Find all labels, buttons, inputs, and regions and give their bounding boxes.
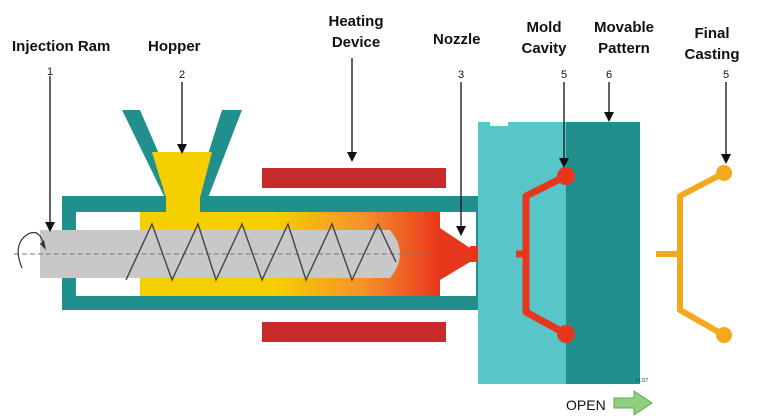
nozzle-melt	[440, 228, 470, 280]
pointer-hopper-head	[177, 144, 187, 154]
pointer-final-casting-head	[721, 154, 731, 164]
label-nozzle: Nozzle	[433, 31, 481, 48]
number-nozzle: 3	[458, 69, 464, 81]
casting-sprue	[656, 251, 680, 257]
heater-top	[262, 168, 446, 188]
number-hopper: 2	[179, 69, 185, 81]
pointer-heating-head	[347, 152, 357, 162]
label-movable-line1: Movable	[594, 19, 654, 36]
pointer-movable-pattern-head	[604, 112, 614, 122]
pointer-nozzle-head	[456, 226, 466, 236]
mold-notch	[490, 112, 508, 126]
watermark-text: LLO7	[636, 378, 648, 384]
number-movable-pattern: 6	[606, 69, 612, 81]
label-heating-line2: Device	[332, 34, 380, 51]
label-movable-line2: Pattern	[598, 40, 650, 57]
label-final-line1: Final	[694, 25, 729, 42]
mold-cavity-top-ball	[557, 167, 575, 185]
mold-movable-half	[566, 122, 640, 384]
label-hopper: Hopper	[148, 38, 201, 55]
pointer-mold-cavity-head	[559, 158, 569, 168]
casting-bottom-ball	[716, 327, 732, 343]
label-heating-line1: Heating	[328, 13, 383, 30]
number-injection-ram: 1	[47, 66, 53, 78]
label-mold-line1: Mold	[527, 19, 562, 36]
final-casting	[677, 171, 724, 254]
casting-top-ball	[716, 165, 732, 181]
hopper-right-wall	[194, 110, 242, 198]
final-casting-lower	[677, 254, 724, 337]
hopper-material	[152, 152, 212, 198]
open-label: OPEN	[566, 397, 606, 413]
rotation-arrowhead-icon	[40, 240, 46, 250]
number-final-casting: 5	[723, 69, 729, 81]
hopper-opening-material	[166, 196, 200, 214]
number-mold-cavity: 5	[561, 69, 567, 81]
mold-cavity-lower	[522, 254, 568, 338]
label-mold-line2: Cavity	[521, 40, 567, 57]
label-injection-ram: Injection Ram	[12, 38, 110, 55]
open-arrow-icon	[613, 390, 653, 416]
rotation-arrow-icon	[17, 231, 45, 269]
mold-cavity	[516, 172, 568, 258]
injection-ram	[40, 230, 400, 278]
heater-bottom	[262, 322, 446, 342]
pointer-injection-ram-head	[45, 222, 55, 232]
screw-flights	[125, 222, 397, 282]
label-final-line2: Casting	[684, 46, 739, 63]
mold-cavity-bottom-ball	[557, 325, 575, 343]
